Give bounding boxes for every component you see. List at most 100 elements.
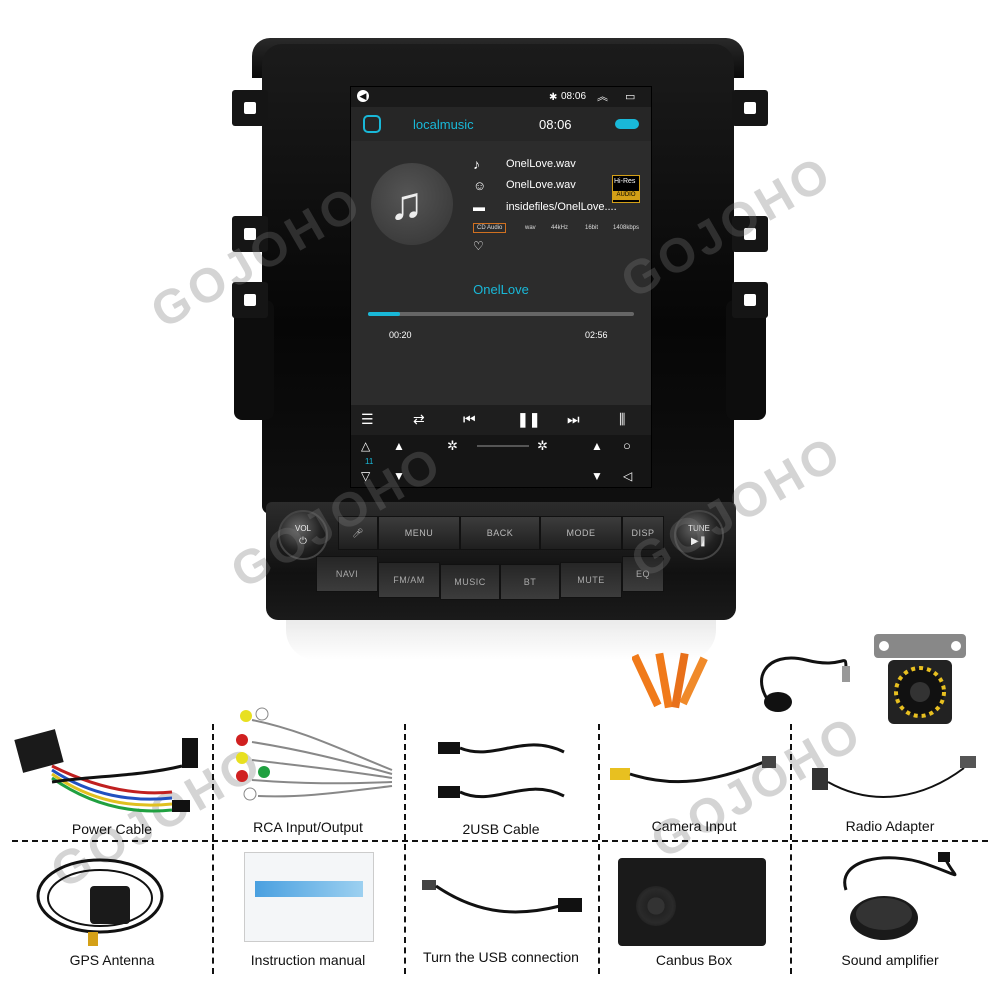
previous-icon[interactable]: ⏮ [463,411,476,427]
album-art: ♫ [371,163,453,245]
hires-top: Hi-Res [614,178,636,185]
gps-antenna-image [36,858,164,946]
divider [212,844,214,974]
eq-button[interactable]: EQ [622,556,664,592]
person-icon: ☺ [473,178,487,193]
tune-knob[interactable]: TUNE ▶❚ [674,510,724,560]
equalizer-icon[interactable]: ⫼ [619,411,626,427]
volume-knob[interactable]: VOL ⏻ [278,510,328,560]
playback-controls: ☰ ⇄ ⏮ ❚❚ ⏭ ⫼ [351,405,651,435]
canbus-box-image [618,858,766,946]
divider [404,724,406,840]
tag-cd: CD Audio [473,223,507,233]
temp-up-outline-icon[interactable]: △ [361,439,371,453]
now-playing-title: OnelLove [473,282,529,297]
pause-icon[interactable]: ❚❚ [517,411,541,427]
climate-nav-bar: △ ▲ ✲ ✲ ▲ ○ 11 ▽ ▼ ▼ ◁ [351,435,651,487]
disp-button[interactable]: DISP [622,516,664,550]
divider [212,724,214,840]
caption-camera-input: Camera Input [651,818,737,834]
playlist-icon[interactable]: ☰ [361,411,374,427]
temp-down-right-icon[interactable]: ▼ [591,469,603,483]
caption-radio-adapter: Radio Adapter [845,818,935,834]
caption-power-cable: Power Cable [71,821,153,837]
tag-rate: 44kHz [551,225,569,231]
back-circle-icon[interactable]: ◀ [357,90,369,102]
caption-gps-antenna: GPS Antenna [69,952,155,968]
track-title: OnelLove.wav [506,158,576,170]
tag-bits: 16bit [585,225,599,231]
home-circle-icon[interactable]: ○ [623,438,631,453]
camera-cable-image [610,756,776,784]
caption-usb-connection: Turn the USB connection [423,949,579,965]
caption-usb: 2USB Cable [462,821,540,837]
app-title: localmusic [413,117,474,132]
progress-fill [368,312,400,316]
radio-adapter-image [812,756,976,798]
temp-down-icon[interactable]: ▼ [393,469,405,483]
file-path: insidefiles/OnelLove.... [506,201,617,213]
menu-button[interactable]: MENU [378,516,460,550]
caption-rca: RCA Input/Output [253,819,363,835]
mute-button[interactable]: MUTE [560,562,622,598]
duration-time: 02:56 [585,330,608,340]
right-bracket-1 [732,90,768,126]
touch-screen: ◀ ✱ 08:06 ︽ ▭ localmusic 08:06 ♫ ♪ OnelL… [350,86,652,488]
status-time: 08:06 [561,91,587,102]
artist-name: OnelLove.wav [506,179,576,191]
expand-up-icon[interactable]: ︽ [597,91,608,103]
music-note-icon: ♫ [389,177,424,229]
trim-tools [632,652,708,709]
header-time: 08:06 [539,117,572,132]
control-panel: VOL ⏻ TUNE ▶❚ 🎤︎ MENU BACK MODE DISP NAV… [266,502,736,620]
right-bracket-2 [732,216,768,252]
play-pause-icon: ▶❚ [690,536,708,547]
fan-left-icon[interactable]: ✲ [447,438,458,453]
right-bracket-3 [732,282,768,318]
back-button[interactable]: BACK [460,516,540,550]
player-content: ♫ ♪ OnelLove.wav ☺ OnelLove.wav ▬ inside… [351,141,651,405]
window-icon[interactable]: ▭ [625,91,636,103]
temp-up-icon[interactable]: ▲ [393,439,405,453]
left-bracket-3 [232,282,268,318]
usb-cable-image [438,742,565,799]
left-wing [234,300,274,420]
power-cable-image [14,729,198,813]
tag-format: wav [525,225,536,231]
next-icon[interactable]: ⏭ [567,411,580,427]
bt-button[interactable]: BT [500,564,560,600]
caption-instruction-manual: Instruction manual [250,952,366,968]
reflection [286,620,716,660]
rear-camera [874,634,966,724]
fan-right-icon[interactable]: ✲ [537,438,548,453]
navi-button[interactable]: NAVI [316,556,378,592]
caption-canbus-box: Canbus Box [655,952,733,968]
bluetooth-icon: ✱ [549,92,558,103]
manual-band [255,881,363,897]
mode-button[interactable]: MODE [540,516,622,550]
usb-connection-image [422,880,582,914]
divider [598,724,600,840]
temp-up-right-icon[interactable]: ▲ [591,439,603,453]
fan-level-bar [477,445,529,447]
repeat-icon[interactable]: ⇄ [413,411,425,427]
caption-sound-amplifier: Sound amplifier [841,952,939,968]
temp-down-outline-icon[interactable]: ▽ [361,469,371,483]
mic-button[interactable]: 🎤︎ [338,516,378,550]
tag-bitrate: 1408kbps [613,225,640,231]
app-top-bar: localmusic 08:06 [351,107,651,141]
elapsed-time: 00:20 [389,330,412,340]
home-app-icon[interactable] [363,115,381,133]
fmam-button[interactable]: FM/AM [378,562,440,598]
power-icon: ⏻ [299,536,307,547]
back-triangle-icon[interactable]: ◁ [623,469,633,483]
microphone [760,656,850,712]
sound-amplifier-image [843,852,957,940]
hires-bottom: AUDIO [613,191,639,200]
rca-cable-image [236,707,393,801]
music-button[interactable]: MUSIC [440,564,500,600]
divider [790,844,792,974]
progress-track[interactable] [368,312,634,316]
heart-icon[interactable]: ♡ [473,239,484,253]
toggle-icon[interactable] [615,119,639,129]
